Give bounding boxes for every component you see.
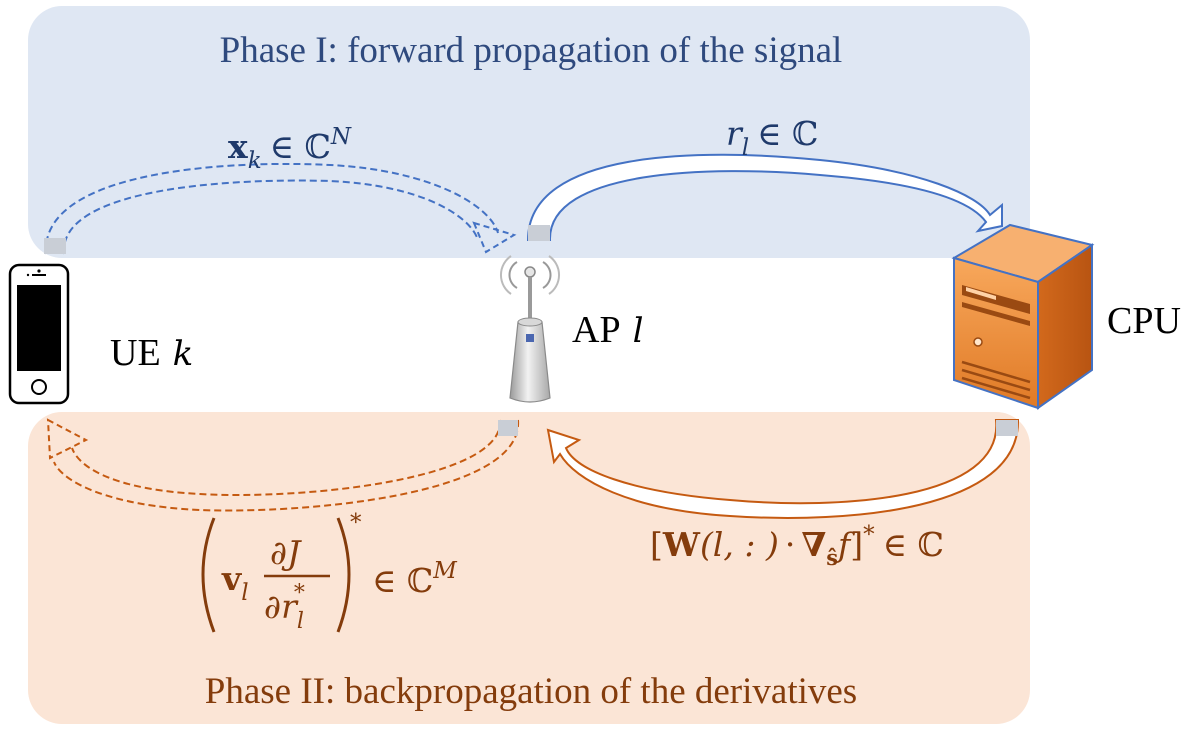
derivative-denominator: ∂rl* [264,581,305,634]
access-point-icon [499,255,561,403]
derivative-set: ∈ ℂM [372,558,458,600]
phase1-title: Phase I: forward propagation of the sign… [219,30,843,71]
phase1-panel [28,6,1030,258]
arrow-cpu-to-ap [546,419,1020,519]
cpu-label: CPU [1107,300,1181,342]
arrow-ap-to-ue [46,418,520,512]
signal-ue-to-ap: xk∈ ℂN [228,124,352,174]
phase2-title: Phase II: backpropagation of the derivat… [204,671,858,712]
conjugate-star: * [350,510,362,536]
signal-cpu-to-ap: [W(l, : )·∇ŝf]*∈ ℂ [650,522,944,570]
right-paren [336,517,351,633]
derivative-numerator: ∂J [270,533,302,572]
phase2-panel [28,412,1030,724]
derivative-weight: vl [221,559,249,606]
signal-ap-to-cpu: rl∈ ℂ [726,114,818,161]
signal-ap-to-ue: vl ∂J ∂rl* * ∈ ℂM [201,510,458,634]
arrow-ue-to-ap [44,162,517,255]
left-paren [201,517,216,633]
smartphone-icon [8,263,70,405]
server-tower-icon [951,223,1095,410]
arrow-ap-to-cpu [526,153,1003,241]
